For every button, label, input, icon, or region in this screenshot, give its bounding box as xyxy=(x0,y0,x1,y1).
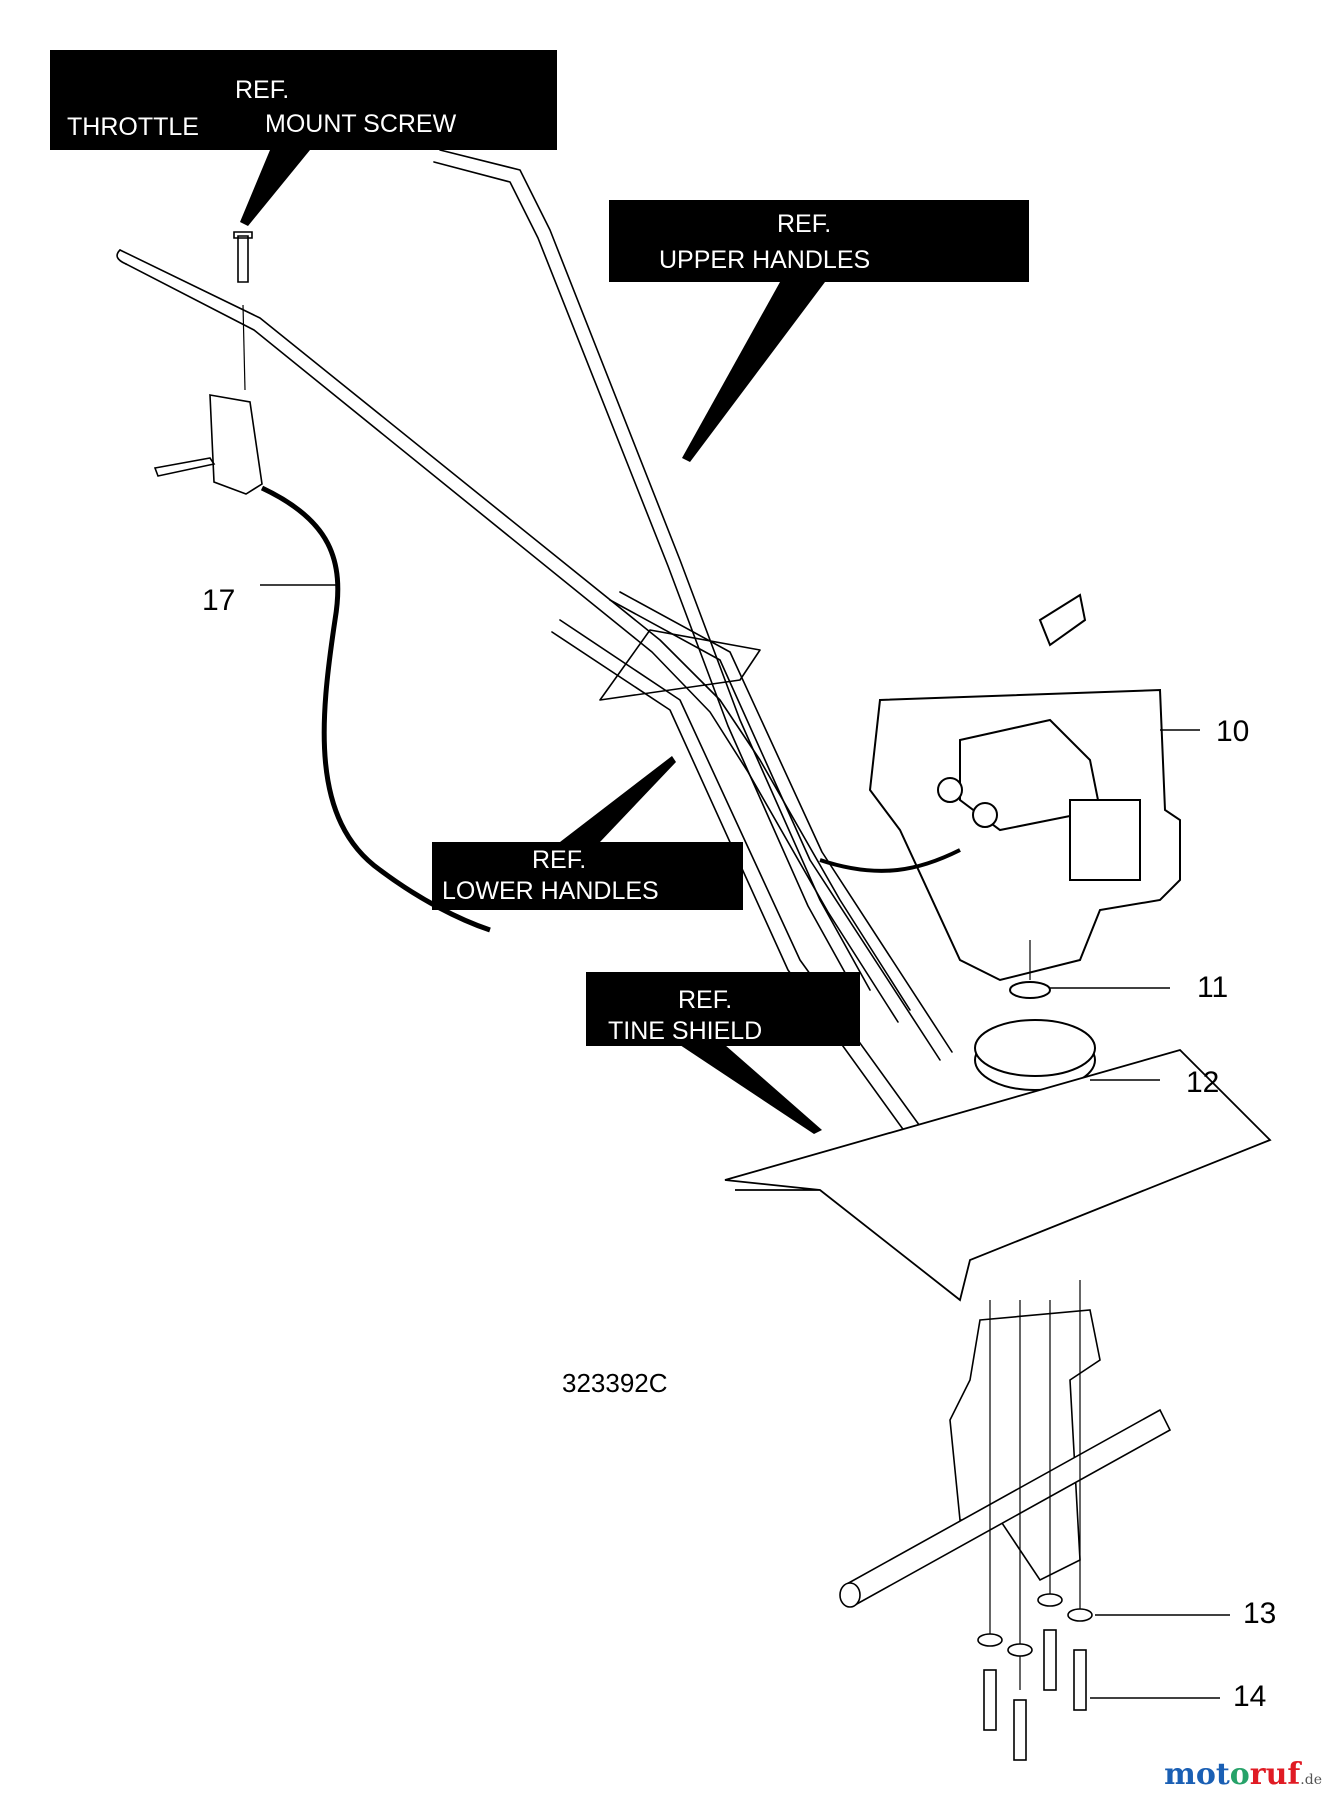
throttle-pointer xyxy=(240,150,310,226)
lower-handle-right xyxy=(609,591,953,1061)
throttle-lever xyxy=(153,457,216,477)
part-number-11: 11 xyxy=(1197,971,1229,1004)
tine-shield-pointer xyxy=(680,1045,822,1134)
upper-handle-right-bar xyxy=(433,149,871,997)
lower-handle-left xyxy=(551,619,931,1151)
washer-13b xyxy=(1007,1643,1033,1657)
lower-handles-pointer xyxy=(560,756,676,842)
bolt-14c xyxy=(1043,1629,1057,1691)
throttle-assembly xyxy=(153,231,491,933)
part-number-10: 10 xyxy=(1216,715,1250,748)
mount-screw xyxy=(233,231,253,283)
part-number-14: 14 xyxy=(1233,1680,1267,1713)
washer-11 xyxy=(1009,981,1051,999)
callout-pointers xyxy=(240,150,825,1134)
washer-13a xyxy=(977,1633,1003,1647)
callout-upper-handles-label: UPPER HANDLES xyxy=(659,246,871,274)
washer-13c xyxy=(1037,1593,1063,1607)
throttle-cable xyxy=(260,485,491,933)
upper-handles-pointer xyxy=(682,282,825,462)
washer-13d xyxy=(1067,1608,1093,1622)
callout-upper-handles: REF. UPPER HANDLES xyxy=(609,200,1029,282)
drawing-number: 323392C xyxy=(562,1368,668,1398)
throttle-control xyxy=(209,394,263,495)
leader-lines xyxy=(260,584,1230,1699)
callout-throttle-label: THROTTLE xyxy=(67,113,199,141)
handle-crossbar xyxy=(599,629,761,701)
part-number-17: 17 xyxy=(202,584,236,617)
callout-ref-label: REF. xyxy=(532,846,587,874)
watermark-logo: motoruf.de xyxy=(1164,1757,1322,1792)
callout-mount-screw-label: MOUNT SCREW xyxy=(265,110,457,138)
callout-ref-label: REF. xyxy=(678,986,733,1014)
callout-ref-label: REF. xyxy=(235,76,290,104)
bolt-14b xyxy=(1013,1699,1027,1761)
callout-lower-handles-label: LOWER HANDLES xyxy=(442,877,659,905)
callout-throttle-mount-screw: REF. THROTTLE MOUNT SCREW xyxy=(50,50,557,150)
part-number-13: 13 xyxy=(1243,1597,1277,1630)
callout-tine-shield: REF. TINE SHIELD xyxy=(586,972,860,1046)
transmission xyxy=(839,1309,1172,1608)
callout-tine-shield-label: TINE SHIELD xyxy=(608,1017,763,1045)
bolt-14a xyxy=(983,1669,997,1731)
bolts xyxy=(977,1280,1093,1761)
upper-handle-left-bar xyxy=(119,249,911,1023)
clutch-assembly xyxy=(974,981,1096,1091)
bolt-14d xyxy=(1073,1649,1087,1711)
tine-shield xyxy=(724,1048,1272,1302)
callout-lower-handles: REF. LOWER HANDLES xyxy=(432,842,743,910)
engine xyxy=(819,593,1181,982)
part-number-12: 12 xyxy=(1186,1066,1220,1099)
callout-ref-label: REF. xyxy=(777,210,832,238)
upper-handle-grip xyxy=(116,249,127,265)
